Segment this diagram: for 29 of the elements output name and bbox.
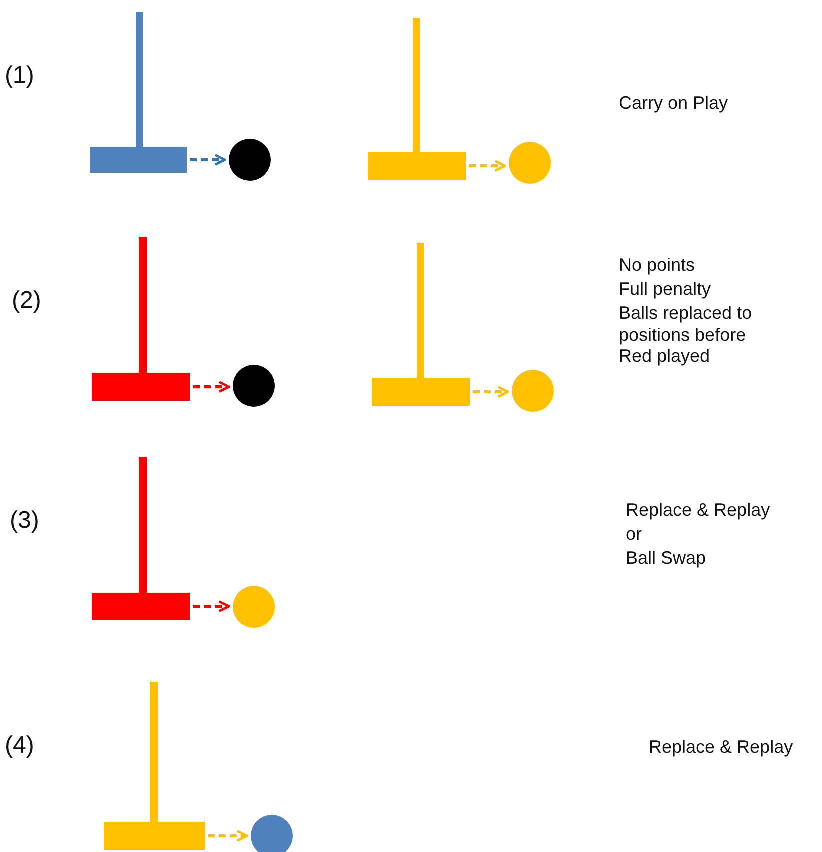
scenario-number: (4) [5, 732, 34, 761]
rule-text: or [626, 524, 642, 546]
rule-text: Ball Swap [626, 548, 706, 570]
rule-text: Replace & Replay [626, 500, 770, 522]
ball [229, 139, 271, 181]
rule-text: Carry on Play [619, 93, 728, 115]
rule-text: Full penalty [619, 279, 712, 301]
arrow [193, 600, 230, 612]
scenario-number: (3) [10, 507, 40, 536]
rule-text: Replace & Replay [649, 737, 794, 759]
ball [509, 142, 551, 184]
rule-text: Balls replaced to positions before Red played [619, 303, 754, 368]
arrow [473, 386, 510, 398]
mallet-drawing [90, 12, 187, 173]
arrow [469, 160, 506, 172]
scenario-number: (1) [5, 62, 34, 91]
arrow [190, 154, 226, 166]
mallet-drawing [372, 243, 470, 406]
arrow [193, 381, 230, 393]
mallet-drawing [104, 682, 205, 850]
scenario-number: (2) [12, 287, 42, 316]
ball [512, 370, 554, 412]
mallet-drawing [92, 237, 190, 401]
arrow [208, 830, 248, 842]
ball [233, 365, 275, 407]
mallet-drawing [92, 457, 190, 620]
mallet-drawing [368, 18, 466, 180]
ball [233, 586, 275, 628]
rule-text: No points [619, 255, 696, 277]
